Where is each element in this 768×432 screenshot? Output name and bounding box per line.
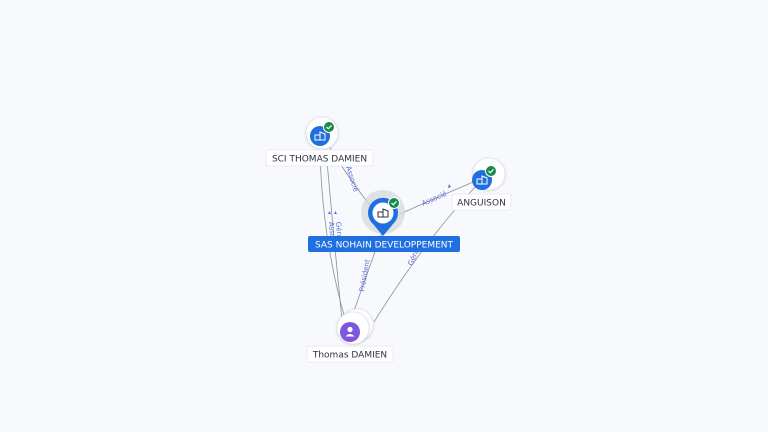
arrow-icon (328, 211, 331, 214)
arrow-icon (448, 184, 451, 188)
company-icon (377, 208, 389, 218)
node-thomas-damien[interactable]: Thomas DAMIEN (306, 308, 394, 363)
verified-check-icon (388, 197, 400, 209)
node-label-box (265, 149, 374, 167)
edge-label-sci-person-b: Associé (327, 221, 337, 248)
company-icon (476, 175, 488, 185)
edge-label-sci-person-a: Gérant (334, 221, 344, 246)
arrow-icon (334, 211, 337, 214)
node-label: ANGUISON (457, 199, 506, 209)
edges: Associé Associé Président Gérant Gérant … (319, 147, 479, 323)
verified-check-icon (323, 121, 335, 133)
node-label-box (308, 236, 460, 252)
edge-label-sas-anguison: Associé (421, 190, 448, 208)
person-icon (345, 326, 355, 337)
node-anguison[interactable]: ANGUISON (451, 157, 512, 211)
node-label: Thomas DAMIEN (312, 351, 387, 361)
company-icon (314, 131, 326, 141)
node-label-box (306, 345, 394, 363)
node-label-box (451, 193, 512, 211)
edge-label-sci-sas: Associé (344, 165, 360, 193)
node-label: SAS NOHAIN DEVELOPPEMENT (315, 241, 454, 251)
edge-label-sas-person: Président (358, 259, 372, 293)
verified-check-icon (485, 165, 497, 177)
node-sci-thomas-damien[interactable]: SCI THOMAS DAMIEN (265, 116, 374, 167)
node-sas-nohain-developpement[interactable]: SAS NOHAIN DEVELOPPEMENT (308, 190, 460, 252)
edge-sas-anguison[interactable] (399, 179, 479, 215)
node-label: SCI THOMAS DAMIEN (272, 155, 367, 165)
